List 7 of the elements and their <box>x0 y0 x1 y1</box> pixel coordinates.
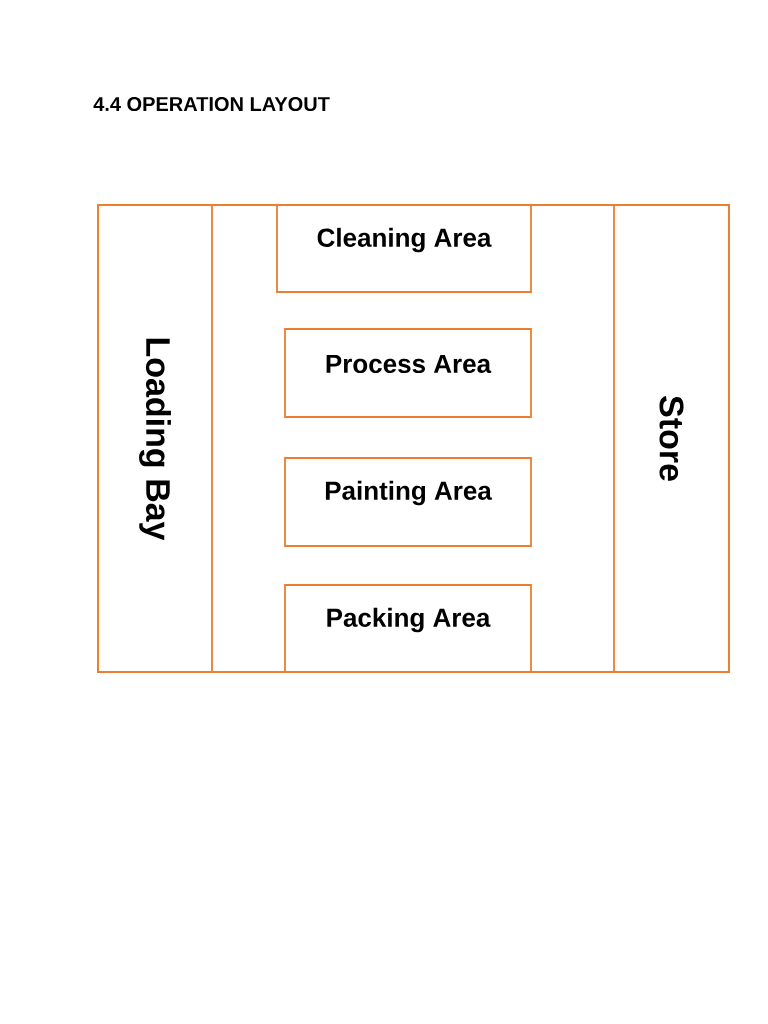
area-box: Painting Area <box>284 457 532 547</box>
area-box: Packing Area <box>284 584 532 673</box>
title: 4.4 OPERATION LAYOUT <box>93 96 330 112</box>
area-box: Process Area <box>284 328 532 418</box>
column-label-area: Loading Bay <box>97 204 213 673</box>
column-label-area: Store <box>613 204 730 673</box>
area-box: Cleaning Area <box>276 204 532 293</box>
